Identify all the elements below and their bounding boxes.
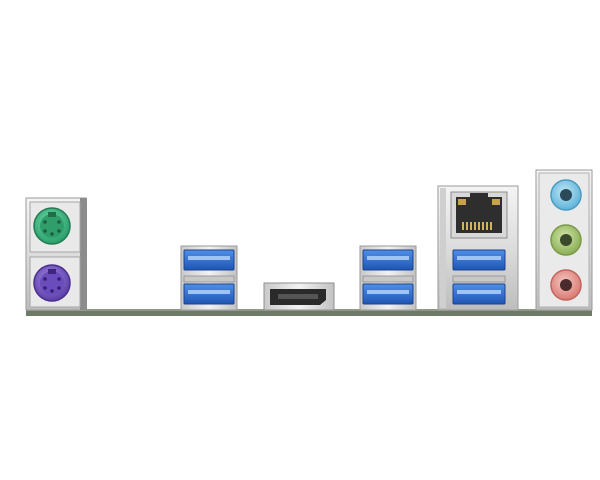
audio-line-out-jack [550, 224, 582, 256]
audio-stack [535, 169, 593, 311]
audio-line-in-jack [550, 179, 582, 211]
ps2-mouse-port [33, 207, 71, 245]
ps2-stack [25, 197, 87, 311]
displayport [263, 282, 335, 311]
audio-mic-jack [550, 269, 582, 301]
pcb-edge [26, 309, 592, 316]
ps2-keyboard-port [33, 264, 71, 302]
usb-stack-left [180, 245, 238, 311]
usb-stack-middle [359, 245, 417, 311]
rj45-lan-port [450, 191, 508, 239]
lan-usb-stack [437, 185, 519, 311]
